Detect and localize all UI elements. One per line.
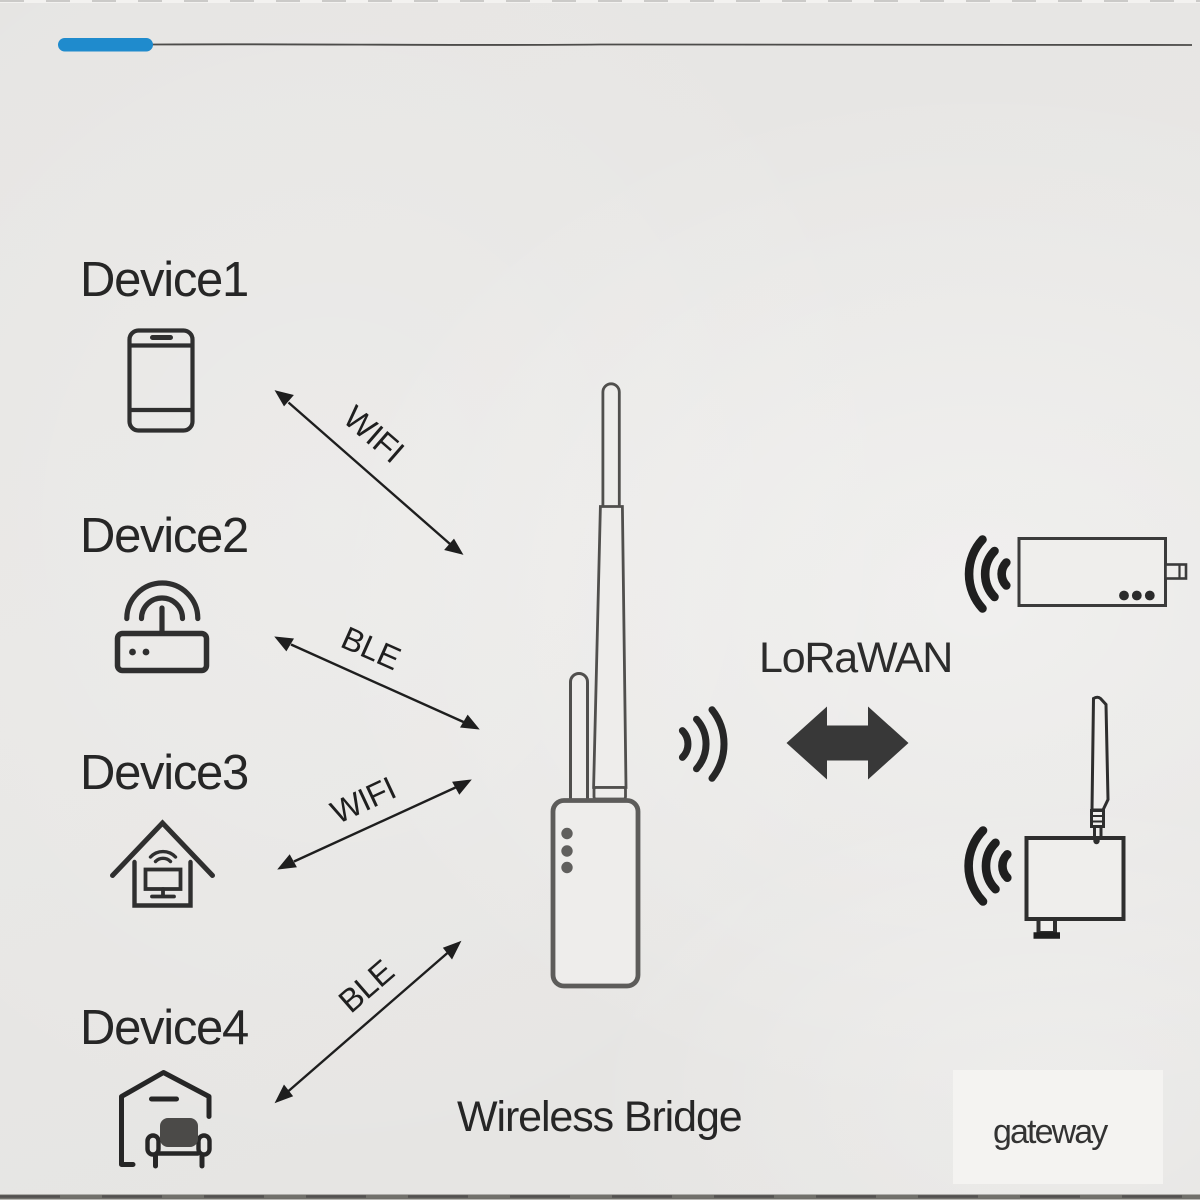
svg-text:gateway: gateway (993, 1113, 1108, 1151)
svg-text:Wireless Bridge: Wireless Bridge (457, 1093, 742, 1141)
svg-text:WIFI: WIFI (337, 399, 411, 470)
svg-text:Device1: Device1 (80, 253, 248, 307)
svg-text:Device3: Device3 (80, 746, 248, 800)
svg-text:BLE: BLE (332, 953, 401, 1020)
svg-text:WIFI: WIFI (325, 770, 401, 831)
svg-text:Device4: Device4 (80, 1001, 248, 1055)
svg-text:LoRaWAN: LoRaWAN (759, 634, 952, 682)
svg-text:Device2: Device2 (80, 509, 248, 563)
